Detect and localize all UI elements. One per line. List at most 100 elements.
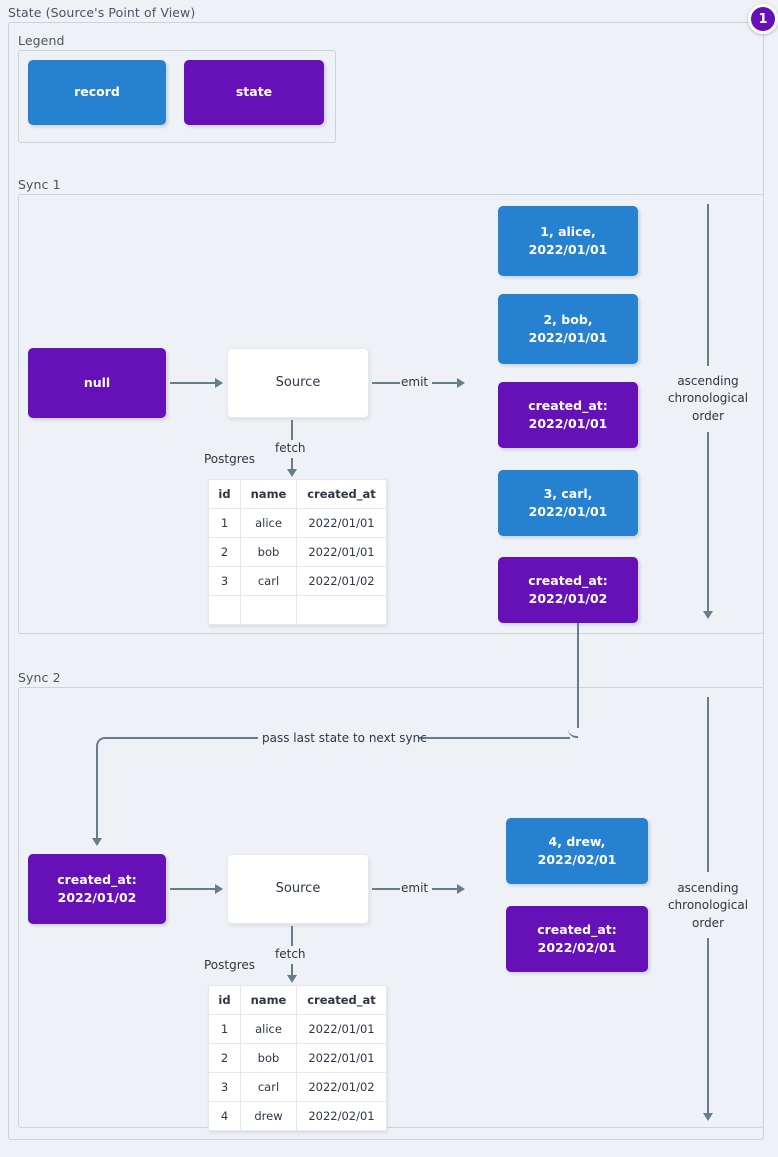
sync2-emit-arrow	[457, 884, 465, 894]
cell-created-at: 2022/01/01	[296, 1043, 387, 1073]
sync1-input-state: null	[28, 348, 166, 418]
cell-id: 4	[208, 1101, 241, 1131]
sync2-fetch-line	[291, 926, 293, 946]
state-key: created_at:	[57, 871, 137, 887]
cell-id: 3	[208, 566, 241, 596]
cell-id: 2	[208, 537, 241, 567]
th-id: id	[208, 985, 241, 1015]
pass-state-label: pass last state to next sync	[262, 731, 427, 745]
sync1-db-label: Postgres	[204, 452, 256, 466]
page-title: State (Source's Point of View)	[8, 5, 196, 20]
cell-name: drew	[240, 1101, 297, 1131]
legend-item-state: state	[184, 60, 324, 125]
state-key: created_at:	[528, 572, 608, 588]
sync1-fetch-label: fetch	[275, 441, 306, 455]
sync1-stream-record-3: 3, carl, 2022/01/01	[498, 470, 638, 536]
sync1-stream-state-1: created_at: 2022/01/01	[498, 382, 638, 448]
table-row-empty	[208, 595, 387, 625]
sync2-state-to-source-arrow	[215, 884, 223, 894]
sync1-order-line-bottom	[707, 432, 709, 612]
th-created-at: created_at	[296, 985, 387, 1015]
sync2-order-line-top	[707, 697, 709, 872]
sync2-title: Sync 2	[18, 670, 61, 685]
sync1-stream-record-1: 1, alice, 2022/01/01	[498, 206, 638, 276]
sync2-order-label: ascending chronological order	[667, 881, 749, 930]
cell-name	[240, 595, 297, 625]
sync1-source-node: Source	[227, 348, 369, 418]
sync1-emit-label: emit	[401, 375, 429, 389]
sync1-emit-arrow	[457, 378, 465, 388]
sync2-stream-record-1: 4, drew, 2022/02/01	[506, 818, 648, 884]
table-row: 3 carl 2022/01/02	[208, 566, 387, 596]
sync2-db-label: Postgres	[204, 958, 256, 972]
sync2-box	[18, 687, 764, 1128]
sync1-fetch-line-2	[291, 458, 293, 470]
sync1-order-arrow	[703, 611, 713, 619]
cell-name: carl	[240, 566, 297, 596]
sync2-stream-state-1: created_at: 2022/02/01	[506, 906, 648, 972]
sync2-source-node: Source	[227, 854, 369, 924]
pass-state-vline-left	[96, 745, 98, 839]
cell-created-at: 2022/01/02	[296, 1072, 387, 1102]
sync1-stream-state-2: created_at: 2022/01/02	[498, 557, 638, 623]
cell-id	[208, 595, 241, 625]
cell-name: carl	[240, 1072, 297, 1102]
sync1-emit-line-right	[432, 382, 458, 384]
pass-state-corner-left	[96, 737, 107, 748]
pass-state-hline-right	[418, 737, 570, 739]
sync1-order-label: ascending chronological order	[667, 374, 749, 423]
pass-state-corner-right	[568, 728, 578, 738]
cell-name: bob	[240, 1043, 297, 1073]
table-header-row: id name created_at	[208, 479, 387, 509]
cell-created-at: 2022/01/01	[296, 508, 387, 538]
state-value: 2022/02/01	[537, 940, 617, 955]
cell-created-at	[296, 595, 387, 625]
cell-created-at: 2022/01/01	[296, 537, 387, 567]
state-value: 2022/01/02	[57, 890, 137, 905]
sync2-table: id name created_at 1 alice 2022/01/01 2 …	[208, 985, 387, 1131]
sync1-box	[18, 194, 764, 634]
sync1-title: Sync 1	[18, 177, 61, 192]
sync2-emit-line-right	[432, 888, 458, 890]
state-value: 2022/01/01	[528, 416, 608, 431]
sync1-table: id name created_at 1 alice 2022/01/01 2 …	[208, 479, 387, 625]
sync2-fetch-label: fetch	[275, 947, 306, 961]
table-row: 1 alice 2022/01/01	[208, 1014, 387, 1044]
table-row: 2 bob 2022/01/01	[208, 537, 387, 567]
legend-title: Legend	[18, 33, 65, 48]
cell-id: 1	[208, 508, 241, 538]
th-name: name	[240, 479, 297, 509]
th-id: id	[208, 479, 241, 509]
pass-state-hline-left	[106, 737, 258, 739]
state-key: created_at:	[528, 397, 608, 413]
sync2-order-arrow	[703, 1113, 713, 1121]
pass-state-vline-right	[577, 623, 579, 728]
table-row: 4 drew 2022/02/01	[208, 1101, 387, 1131]
th-name: name	[240, 985, 297, 1015]
cell-id: 2	[208, 1043, 241, 1073]
th-created-at: created_at	[296, 479, 387, 509]
sync2-fetch-line-2	[291, 964, 293, 976]
sync2-state-to-source-line	[170, 888, 216, 890]
table-row: 3 carl 2022/01/02	[208, 1072, 387, 1102]
step-badge: 1	[748, 4, 778, 34]
sync1-state-to-source-line	[170, 382, 216, 384]
sync1-order-line-top	[707, 204, 709, 366]
cell-created-at: 2022/02/01	[296, 1101, 387, 1131]
sync1-state-to-source-arrow	[215, 378, 223, 388]
sync1-fetch-line	[291, 420, 293, 440]
legend-box	[18, 50, 336, 143]
sync2-order-line-bottom	[707, 938, 709, 1114]
cell-id: 3	[208, 1072, 241, 1102]
legend-item-record: record	[28, 60, 166, 125]
table-header-row: id name created_at	[208, 985, 387, 1015]
cell-id: 1	[208, 1014, 241, 1044]
cell-created-at: 2022/01/01	[296, 1014, 387, 1044]
sync1-fetch-arrow	[287, 469, 297, 477]
sync1-stream-record-2: 2, bob, 2022/01/01	[498, 294, 638, 364]
table-row: 1 alice 2022/01/01	[208, 508, 387, 538]
state-key: created_at:	[537, 921, 617, 937]
sync2-emit-line-left	[372, 888, 400, 890]
state-value: 2022/01/02	[528, 591, 608, 606]
